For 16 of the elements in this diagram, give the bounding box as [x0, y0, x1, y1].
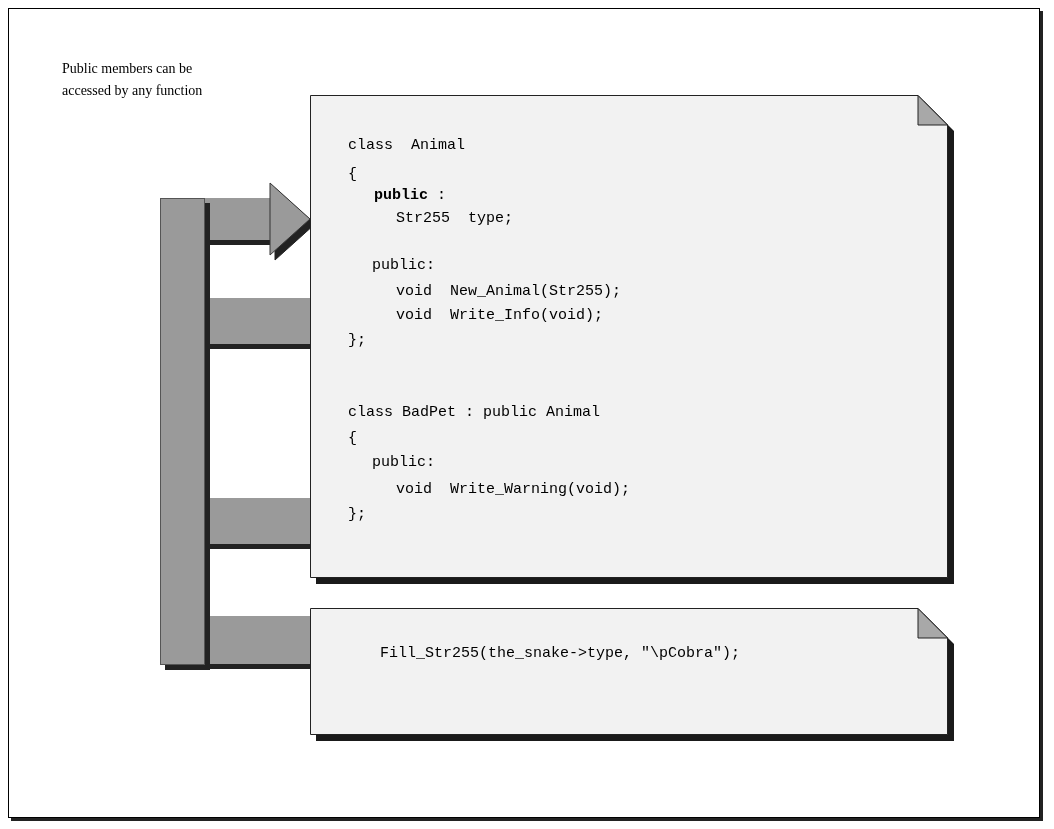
code-line: public: — [372, 454, 435, 472]
code-line: }; — [348, 506, 366, 524]
code-line: Str255 type; — [396, 210, 514, 228]
code-line: void Write_Info(void); — [396, 307, 604, 325]
code-line: { — [348, 166, 357, 184]
code-line: }; — [348, 332, 366, 350]
code-line: void New_Animal(Str255); — [396, 283, 622, 301]
code-line: class Animal — [348, 137, 466, 155]
block-arrow — [203, 182, 311, 256]
note-text: Public members can be accessed by any function — [62, 60, 204, 100]
code-line: Fill_Str255(the_snake->type, "\pCobra"); — [380, 645, 741, 663]
code-line: void Write_Warning(void); — [396, 481, 631, 499]
code-line: public: — [372, 257, 435, 275]
code-line: public : — [374, 187, 447, 205]
code-line: { — [348, 430, 357, 448]
code-line: class BadPet : public Animal — [348, 404, 601, 422]
